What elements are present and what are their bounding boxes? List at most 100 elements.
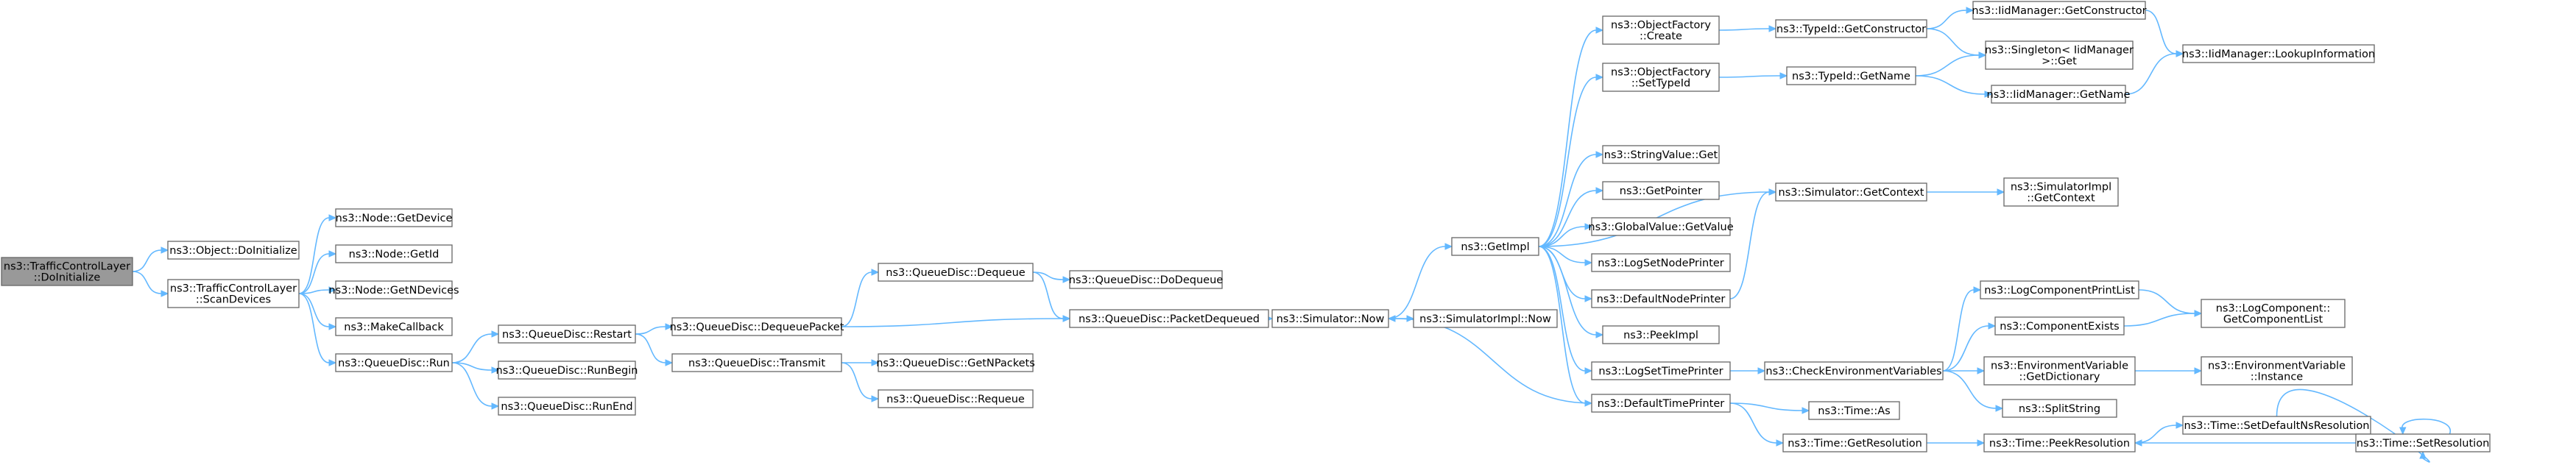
node-singleton_get[interactable]: ns3::Singleton< IidManager >::Get — [1985, 40, 2134, 70]
edge-line — [298, 217, 330, 294]
node-defaultnodeprinter[interactable]: ns3::DefaultNodePrinter — [1591, 289, 1731, 308]
edge-line — [1538, 246, 1586, 372]
node-globalvalue_getvalue[interactable]: ns3::GlobalValue::GetValue — [1588, 217, 1734, 236]
node-qd_dodequeue[interactable]: ns3::QueueDisc::DoDequeue — [1069, 270, 1223, 289]
edge-checkenv-to-componentexists — [1942, 322, 1997, 372]
node-qd_dequeue[interactable]: ns3::QueueDisc::Dequeue — [878, 263, 1034, 282]
node-qd_getnpackets[interactable]: ns3::QueueDisc::GetNPackets — [876, 353, 1035, 372]
node-scandevices[interactable]: ns3::TrafficControlLayer::ScanDevices — [167, 279, 300, 308]
node-qd_transmit[interactable]: ns3::QueueDisc::Transmit — [671, 353, 842, 372]
edge-getimpl-to-logsetnodeprinter — [1538, 246, 1593, 266]
node-box — [1602, 63, 1720, 92]
edge-line — [1729, 402, 1803, 411]
node-qd_restart[interactable]: ns3::QueueDisc::Restart — [498, 324, 636, 344]
arrow-head — [1757, 367, 1766, 375]
edge-line — [2276, 388, 2430, 463]
node-box — [1972, 1, 2146, 20]
node-label: ns3::Node::GetId — [349, 249, 440, 260]
node-time_setresolution[interactable]: ns3::Time::SetResolution — [2355, 433, 2491, 452]
edge-scandevices-to-makecallback — [298, 293, 337, 330]
node-root[interactable]: ns3::TrafficControlLayer::DoInitialize — [1, 257, 133, 286]
node-node_getndevices[interactable]: ns3::Node::GetNDevices — [328, 280, 459, 299]
node-label: ns3::QueueDisc::PacketDequeued — [1079, 313, 1260, 325]
node-sim_now[interactable]: ns3::Simulator::Now — [1271, 309, 1389, 328]
node-label: ns3::TypeId::GetConstructor — [1776, 24, 1926, 35]
node-componentexists[interactable]: ns3::ComponentExists — [1994, 316, 2125, 336]
edge-qd_restart-to-qd_dequeuepacket — [635, 323, 674, 335]
node-time_as[interactable]: ns3::Time::As — [1808, 401, 1900, 420]
node-qd_requeue[interactable]: ns3::QueueDisc::Requeue — [878, 389, 1034, 408]
node-envvar_getdictionary[interactable]: ns3::EnvironmentVariable::GetDictionary — [1983, 356, 2136, 386]
node-iid_getconstructor[interactable]: ns3::IidManager::GetConstructor — [1972, 1, 2147, 20]
node-time_getresolution[interactable]: ns3::Time::GetResolution — [1782, 433, 1927, 452]
node-envvar_instance[interactable]: ns3::EnvironmentVariable::Instance — [2201, 356, 2353, 386]
node-box — [1069, 270, 1223, 289]
node-of_create[interactable]: ns3::ObjectFactory::Create — [1602, 15, 1720, 45]
node-label: ns3::Time::As — [1818, 405, 1890, 417]
node-defaulttimeprinter[interactable]: ns3::DefaultTimePrinter — [1591, 394, 1731, 413]
node-label: ns3::StringValue::Get — [1604, 149, 1718, 161]
arrow-head — [2176, 50, 2184, 57]
arrow-head — [1768, 25, 1777, 32]
node-box — [1985, 40, 2134, 70]
arrow-head — [871, 359, 880, 366]
node-makecallback[interactable]: ns3::MakeCallback — [335, 317, 453, 336]
node-checkenv[interactable]: ns3::CheckEnvironmentVariables — [1764, 361, 1944, 380]
node-simimpl_now[interactable]: ns3::SimulatorImpl::Now — [1413, 309, 1558, 328]
node-sim_getcontext[interactable]: ns3::Simulator::GetContext — [1775, 182, 1927, 202]
node-label: ns3::QueueDisc::RunEnd — [501, 401, 632, 413]
edge-line — [1538, 226, 1586, 247]
node-iid_lookupinformation[interactable]: ns3::IidManager::LookupInformation — [2182, 44, 2375, 63]
edge-line — [1915, 54, 1980, 77]
node-qd_run[interactable]: ns3::QueueDisc::Run — [335, 353, 453, 372]
node-label: ns3::QueueDisc::Requeue — [886, 394, 1025, 405]
node-box — [1591, 361, 1731, 380]
node-box — [2201, 299, 2346, 328]
node-qd_runend[interactable]: ns3::QueueDisc::RunEnd — [498, 397, 636, 416]
node-logsetnodeprinter[interactable]: ns3::LogSetNodePrinter — [1591, 253, 1731, 272]
arrow-head — [1997, 188, 2005, 196]
node-time_peekresolution[interactable]: ns3::Time::PeekResolution — [1983, 433, 2136, 452]
node-label: GetComponentList — [2223, 314, 2323, 326]
edge-line — [1538, 246, 1586, 404]
edge-line — [132, 249, 162, 272]
edge-line — [1729, 191, 1770, 299]
node-qd_runbegin[interactable]: ns3::QueueDisc::RunBegin — [496, 361, 638, 380]
node-time_setdefaultnsresolution[interactable]: ns3::Time::SetDefaultNsResolution — [2182, 416, 2371, 435]
node-stringvalue_get[interactable]: ns3::StringValue::Get — [1602, 145, 1720, 164]
edge-typeid_getname-to-singleton_get — [1915, 52, 1987, 77]
edge-line — [635, 333, 666, 363]
node-box — [335, 353, 453, 372]
node-typeid_getname[interactable]: ns3::TypeId::GetName — [1786, 66, 1916, 85]
node-logsettimeprinter[interactable]: ns3::LogSetTimePrinter — [1591, 361, 1731, 380]
node-qd_dequeuepacket[interactable]: ns3::QueueDisc::DequeuePacket — [670, 317, 844, 336]
edge-sim_now-to-getimpl — [1388, 243, 1453, 319]
arrow-head — [1988, 322, 1997, 330]
edge-line — [2145, 10, 2177, 54]
node-iid_getname[interactable]: ns3::IidManager::GetName — [1987, 85, 2131, 104]
edge-line — [2138, 289, 2195, 314]
node-box — [1602, 181, 1720, 200]
node-object_doinitialize[interactable]: ns3::Object::DoInitialize — [167, 241, 300, 260]
node-box — [1591, 217, 1731, 236]
node-of_settypeid[interactable]: ns3::ObjectFactory::SetTypeId — [1602, 63, 1720, 92]
node-logcomponent_getcomponentlist[interactable]: ns3::LogComponent::GetComponentList — [2201, 299, 2346, 328]
node-node_getdevice[interactable]: ns3::Node::GetDevice — [335, 208, 453, 227]
edge-typeid_getconstructor-to-singleton_get — [1926, 28, 1987, 59]
node-getimpl[interactable]: ns3::GetImpl — [1451, 237, 1539, 256]
node-label: ns3::IidManager::LookupInformation — [2182, 49, 2375, 60]
node-label: ns3::DefaultTimePrinter — [1598, 398, 1724, 410]
edge-qd_dequeuepacket-to-qd_packetdequeued — [841, 315, 1071, 327]
node-simimpl_getcontext[interactable]: ns3::SimulatorImpl::GetContext — [2003, 177, 2119, 207]
node-label: ::GetContext — [2027, 193, 2095, 205]
node-label: ns3::LogComponent:: — [2216, 303, 2331, 315]
node-logcomponentprintlist[interactable]: ns3::LogComponentPrintList — [1980, 280, 2139, 299]
node-getpointer[interactable]: ns3::GetPointer — [1602, 181, 1720, 200]
node-splitstring[interactable]: ns3::SplitString — [2002, 399, 2117, 418]
node-typeid_getconstructor[interactable]: ns3::TypeId::GetConstructor — [1775, 19, 1927, 38]
arrow-head — [1802, 407, 1810, 414]
node-peekimpl[interactable]: ns3::PeekImpl — [1602, 325, 1720, 344]
node-node_getid[interactable]: ns3::Node::GetId — [335, 244, 453, 263]
node-qd_packetdequeued[interactable]: ns3::QueueDisc::PacketDequeued — [1069, 309, 1269, 328]
edge-getimpl-to-of_settypeid — [1538, 74, 1604, 247]
